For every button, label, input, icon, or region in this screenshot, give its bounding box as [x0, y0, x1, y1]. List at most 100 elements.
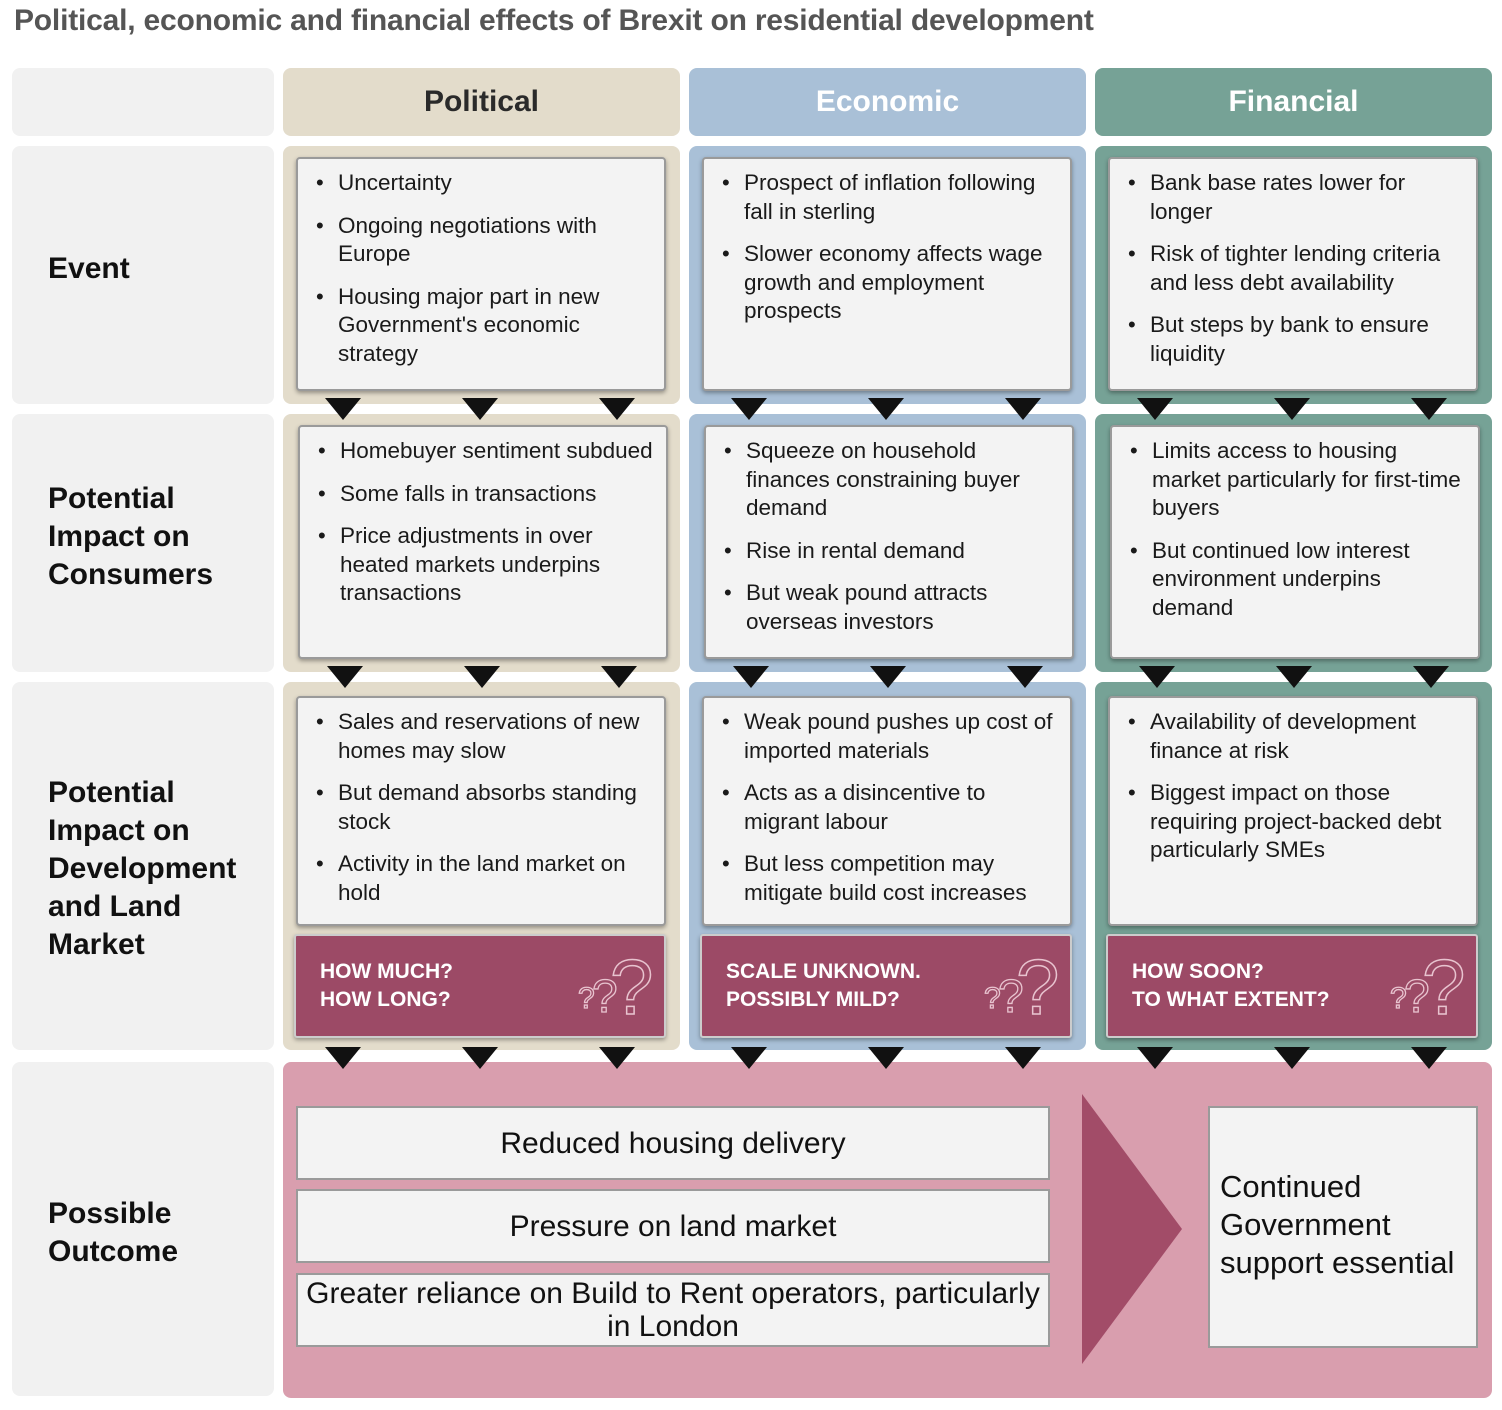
- row-label-line: Consumers: [48, 558, 214, 591]
- down-arrow-icon: [731, 398, 767, 420]
- svg-text:?: ?: [610, 943, 653, 1022]
- row-label-line: Potential: [48, 776, 175, 809]
- down-arrow-icon: [1411, 398, 1447, 420]
- bullet-item: Limits access to housing market particul…: [1130, 437, 1466, 523]
- development-card-financial: Availability of development finance at r…: [1108, 696, 1478, 926]
- down-arrow-icon: [1005, 398, 1041, 420]
- bullet-item: Homebuyer sentiment subdued: [318, 437, 654, 466]
- development-card-political: Sales and reservations of new homes may …: [296, 696, 666, 926]
- bullet-item: Slower economy affects wage growth and e…: [722, 240, 1058, 326]
- down-arrow-icon: [325, 398, 361, 420]
- down-arrow-icon: [1137, 1047, 1173, 1069]
- row-label-line: Potential: [48, 482, 175, 515]
- question-marks-icon: ? ? ?: [1389, 942, 1466, 1022]
- question-line: TO WHAT EXTENT?: [1132, 988, 1330, 1011]
- down-arrow-icon: [1005, 1047, 1041, 1069]
- bullet-item: Rise in rental demand: [724, 537, 1060, 566]
- down-arrow-icon: [325, 1047, 361, 1069]
- down-arrow-icon: [1274, 1047, 1310, 1069]
- question-box-financial: HOW SOON? TO WHAT EXTENT? ? ? ?: [1106, 934, 1478, 1038]
- down-arrow-icon: [1413, 666, 1449, 688]
- outcome-arrow-icon: [1082, 1094, 1182, 1364]
- svg-text:?: ?: [592, 970, 618, 1022]
- bullet-item: But less competition may mitigate build …: [722, 850, 1058, 907]
- bullet-item: Availability of development finance at r…: [1128, 708, 1464, 765]
- question-text: HOW MUCH? HOW LONG?: [320, 958, 453, 1014]
- bullet-item: Risk of tighter lending criteria and les…: [1128, 240, 1464, 297]
- down-arrow-icon: [599, 1047, 635, 1069]
- down-arrow-icon: [1137, 398, 1173, 420]
- down-arrow-icon: [1411, 1047, 1447, 1069]
- row-label-outcome: Possible Outcome: [12, 1062, 274, 1396]
- down-arrow-icon: [599, 398, 635, 420]
- down-arrow-icon: [1274, 398, 1310, 420]
- down-arrow-icon: [1007, 666, 1043, 688]
- svg-text:?: ?: [984, 982, 1001, 1015]
- bullet-item: Uncertainty: [316, 169, 652, 198]
- consumer-card-political: Homebuyer sentiment subdued Some falls i…: [298, 425, 668, 659]
- down-arrow-icon: [733, 666, 769, 688]
- bullet-item: Activity in the land market on hold: [316, 850, 652, 907]
- conclusion-box: Continued Government support essential: [1208, 1106, 1478, 1348]
- row-label-line: Event: [48, 252, 130, 285]
- column-header-political: Political: [283, 68, 680, 136]
- bullet-item: Some falls in transactions: [318, 480, 654, 509]
- row-label-line: Impact on: [48, 814, 190, 847]
- bullet-item: Bank base rates lower for longer: [1128, 169, 1464, 226]
- svg-text:?: ?: [1016, 943, 1059, 1022]
- consumer-card-financial: Limits access to housing market particul…: [1110, 425, 1480, 659]
- row-label-line: Possible: [48, 1197, 172, 1230]
- development-card-economic: Weak pound pushes up cost of imported ma…: [702, 696, 1072, 926]
- svg-text:?: ?: [578, 982, 595, 1015]
- question-box-economic: SCALE UNKNOWN. POSSIBLY MILD? ? ? ?: [700, 934, 1072, 1038]
- down-arrow-icon: [870, 666, 906, 688]
- question-text: SCALE UNKNOWN. POSSIBLY MILD?: [726, 958, 921, 1014]
- svg-text:?: ?: [1390, 982, 1407, 1015]
- down-arrow-icon: [462, 398, 498, 420]
- bullet-item: Housing major part in new Government's e…: [316, 283, 652, 369]
- row-label-consumers: Potential Impact on Consumers: [12, 414, 274, 672]
- question-line: HOW LONG?: [320, 988, 451, 1011]
- down-arrow-icon: [731, 1047, 767, 1069]
- outcome-box: Pressure on land market: [296, 1189, 1050, 1263]
- row-label-line: Market: [48, 928, 145, 961]
- question-marks-icon: ? ? ?: [577, 942, 654, 1022]
- svg-text:?: ?: [1422, 943, 1465, 1022]
- row-label-line: Impact on: [48, 520, 190, 553]
- bullet-item: Ongoing negotiations with Europe: [316, 212, 652, 269]
- bullet-item: Price adjustments in over heated markets…: [318, 522, 654, 608]
- event-card-economic: Prospect of inflation following fall in …: [702, 157, 1072, 391]
- bullet-item: Prospect of inflation following fall in …: [722, 169, 1058, 226]
- question-line: SCALE UNKNOWN.: [726, 960, 921, 983]
- outcome-box: Greater reliance on Build to Rent operat…: [296, 1273, 1050, 1347]
- down-arrow-icon: [327, 666, 363, 688]
- column-header-financial: Financial: [1095, 68, 1492, 136]
- svg-text:?: ?: [998, 970, 1024, 1022]
- column-header-economic: Economic: [689, 68, 1086, 136]
- down-arrow-icon: [601, 666, 637, 688]
- question-line: POSSIBLY MILD?: [726, 988, 900, 1011]
- svg-text:?: ?: [1404, 970, 1430, 1022]
- bullet-item: Biggest impact on those requiring projec…: [1128, 779, 1464, 865]
- question-line: HOW MUCH?: [320, 960, 453, 983]
- corner-cell: [12, 68, 274, 136]
- down-arrow-icon: [868, 1047, 904, 1069]
- down-arrow-icon: [1139, 666, 1175, 688]
- question-marks-icon: ? ? ?: [983, 942, 1060, 1022]
- down-arrow-icon: [868, 398, 904, 420]
- bullet-item: But demand absorbs standing stock: [316, 779, 652, 836]
- row-label-line: Outcome: [48, 1235, 179, 1268]
- consumer-card-economic: Squeeze on household finances constraini…: [704, 425, 1074, 659]
- question-text: HOW SOON? TO WHAT EXTENT?: [1132, 958, 1330, 1014]
- question-line: HOW SOON?: [1132, 960, 1264, 983]
- question-box-political: HOW MUCH? HOW LONG? ? ? ?: [294, 934, 666, 1038]
- row-label-line: Development: [48, 852, 237, 885]
- bullet-item: But continued low interest environment u…: [1130, 537, 1466, 623]
- page-title: Political, economic and financial effect…: [14, 4, 1094, 37]
- down-arrow-icon: [462, 1047, 498, 1069]
- row-label-development: Potential Impact on Development and Land…: [12, 682, 274, 1050]
- down-arrow-icon: [1276, 666, 1312, 688]
- bullet-item: But steps by bank to ensure liquidity: [1128, 311, 1464, 368]
- bullet-item: Sales and reservations of new homes may …: [316, 708, 652, 765]
- down-arrow-icon: [464, 666, 500, 688]
